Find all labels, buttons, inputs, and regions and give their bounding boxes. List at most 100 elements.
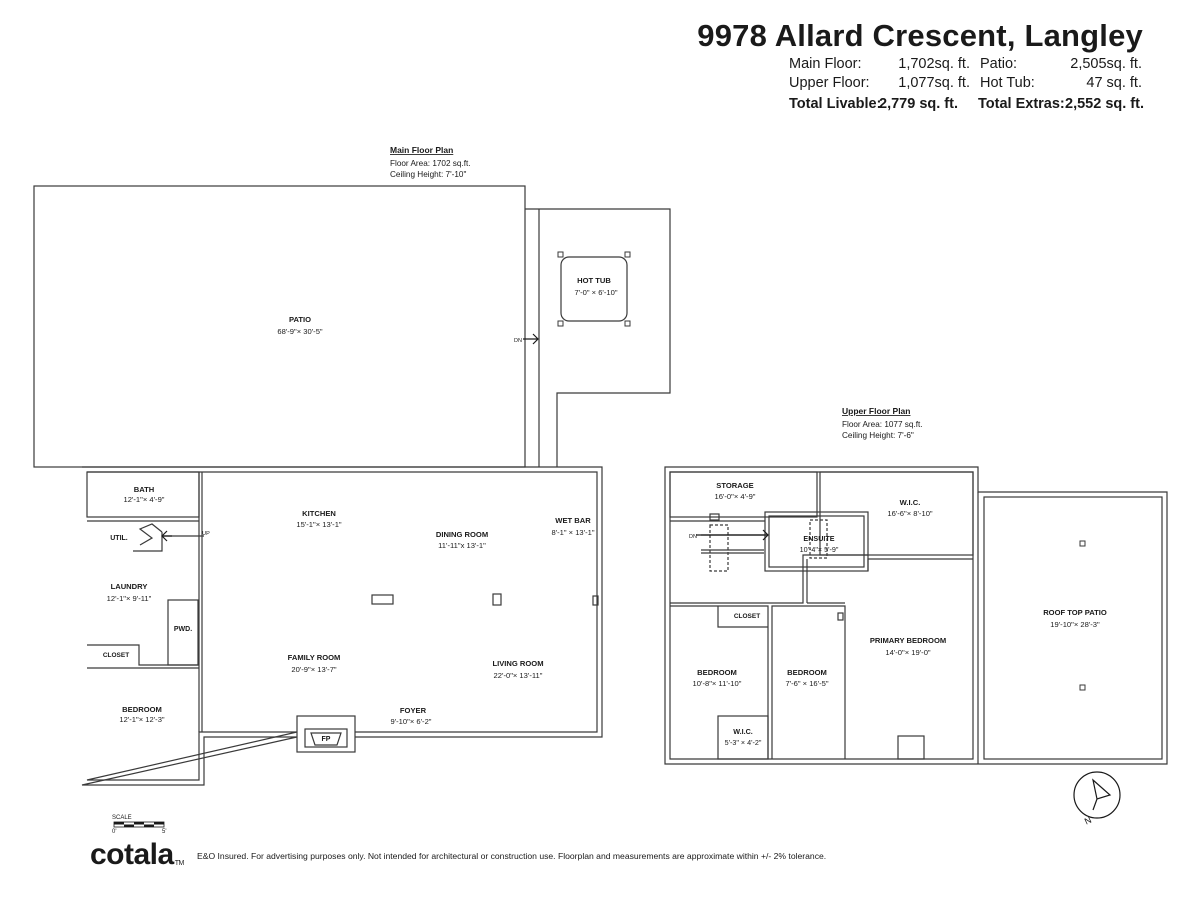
room-laundry-dims: 12'-1"× 9'-11" <box>107 594 152 603</box>
room-bath-name: BATH <box>134 485 155 494</box>
property-address-title: 9978 Allard Crescent, Langley <box>697 18 1143 53</box>
scale-bar: SCALE 0' 5' <box>112 815 166 835</box>
room-hottub-name: HOT TUB <box>577 276 611 285</box>
room-dining-name: DINING ROOM <box>436 530 488 539</box>
room-primary-dims: 14'-0"× 19'-0" <box>885 648 931 657</box>
deck-outline <box>525 208 671 467</box>
stat-patio-label: Patio: <box>980 56 1018 72</box>
cotala-logo: cotalaTM <box>90 838 185 872</box>
upper-plan-ceiling: Ceiling Height: 7'-6" <box>842 431 914 440</box>
wic-walls <box>819 471 974 556</box>
main-plan-ceiling: Ceiling Height: 7'-10" <box>390 170 466 179</box>
room-wic-dims: 16'-6"× 8'-10" <box>887 509 933 518</box>
stat-main-floor-value: 1,702sq. ft. <box>898 56 970 72</box>
hot-tub-outline <box>560 256 628 322</box>
room-rooftop-name: ROOF TOP PATIO <box>1043 608 1107 617</box>
logo-text: cotala <box>90 838 174 871</box>
main-plan-title: Main Floor Plan <box>390 145 453 155</box>
upper-plan-area: Floor Area: 1077 sq.ft. <box>842 420 923 429</box>
upper-outer-wall <box>664 466 1168 765</box>
main-stair-lines <box>133 523 163 552</box>
room-ensuite-name: ENSUITE <box>803 534 834 543</box>
room-family-name: FAMILY ROOM <box>288 653 341 662</box>
main-plan-area: Floor Area: 1702 sq.ft. <box>390 159 471 168</box>
fireplace-label: FP <box>322 736 331 743</box>
disclaimer-text: E&O Insured. For advertising purposes on… <box>197 851 827 861</box>
room-storage-dims: 16'-0"× 4'-9" <box>714 492 755 501</box>
room-patio-dims: 68'-9"× 30'-5" <box>277 327 323 336</box>
room-bed1-name: BEDROOM <box>697 668 737 677</box>
bedroom-2-walls <box>771 605 846 759</box>
bedroom-1-walls <box>670 605 769 759</box>
deck-down-arrow <box>523 333 539 345</box>
room-closet-upper-name: CLOSET <box>734 613 760 620</box>
room-bed2-dims: 7'-6" × 16'-5" <box>785 679 828 688</box>
stat-total-livable-value: 2,779 sq. ft. <box>879 96 958 112</box>
upper-room-labels: STORAGE 16'-0"× 4'-9" W.I.C. 16'-6"× 8'-… <box>689 481 1107 747</box>
room-storage-name: STORAGE <box>716 481 753 490</box>
room-ensuite-dims: 10'-4"× 5'-9" <box>800 545 839 554</box>
house-inner-wall <box>86 471 598 781</box>
room-dining-dims: 11'-11"x 13'-1" <box>438 541 486 550</box>
stat-hottub-label: Hot Tub: <box>980 75 1035 91</box>
main-room-labels: PATIO 68'-9"× 30'-5" HOT TUB 7'-0" × 6'-… <box>103 276 618 743</box>
room-family-dims: 20'-9"× 13'-7" <box>291 665 337 674</box>
scale-end-label: 5' <box>162 829 166 835</box>
room-wic-name: W.I.C. <box>900 498 921 507</box>
room-living-name: LIVING ROOM <box>492 659 543 668</box>
stat-total-livable-label: Total Livable: <box>789 96 882 112</box>
room-wic2-name: W.I.C. <box>733 727 753 736</box>
roof-patio-markers <box>1079 540 1086 691</box>
scale-start-label: 0' <box>112 829 116 835</box>
room-patio-name: PATIO <box>289 315 311 324</box>
room-kitchen-name: KITCHEN <box>302 509 336 518</box>
stat-total-extras-label: Total Extras: <box>978 96 1065 112</box>
room-pwd-name: PWD. <box>174 626 192 633</box>
upper-stair-dn-label: DN <box>689 534 697 540</box>
scale-label: SCALE <box>112 815 132 821</box>
main-floor-walls <box>33 185 671 786</box>
room-wetbar-dims: 8'-1" × 13'-1" <box>551 528 594 537</box>
ensuite-outer <box>764 511 869 572</box>
stat-upper-floor-label: Upper Floor: <box>789 75 870 91</box>
room-wic2-dims: 5'-3" × 4'-2" <box>725 738 762 747</box>
upper-stair-arrow <box>696 529 769 541</box>
room-bedroom-name: BEDROOM <box>122 705 162 714</box>
closet-walls-upper <box>717 606 768 628</box>
north-compass-icon: N <box>1073 771 1121 827</box>
room-rooftop-dims: 19'-10"× 28'-3" <box>1050 620 1100 629</box>
house-outer-wall <box>81 466 603 786</box>
room-laundry-name: LAUNDRY <box>111 582 148 591</box>
stat-main-floor-label: Main Floor: <box>789 56 862 72</box>
logo-trademark: TM <box>174 860 185 867</box>
deck-stair-dn-label: DN <box>514 338 522 344</box>
closet-walls <box>87 644 199 666</box>
fireplace-outline <box>296 715 356 753</box>
room-living-dims: 22'-0"× 13'-11" <box>494 671 543 680</box>
ensuite-inner <box>768 515 865 568</box>
room-hottub-dims: 7'-0" × 6'-10" <box>574 288 617 297</box>
room-bath-dims: 12'-1"× 4'-9" <box>123 495 164 504</box>
stat-patio-value: 2,505sq. ft. <box>1070 56 1142 72</box>
room-foyer-name: FOYER <box>400 706 427 715</box>
main-stair-up-label: UP <box>202 531 210 537</box>
room-bedroom-dims: 12'-1"× 12'-3" <box>119 715 165 724</box>
wic2-walls <box>717 715 769 760</box>
upper-floor-walls <box>664 466 1168 765</box>
room-foyer-dims: 9'-10"× 6'-2" <box>390 717 431 726</box>
stat-upper-floor-value: 1,077sq. ft. <box>898 75 970 91</box>
room-util-name: UTIL. <box>110 535 128 542</box>
kitchen-island <box>371 594 394 605</box>
storage-walls <box>669 471 818 518</box>
stat-hottub-value: 47 sq. ft. <box>1086 75 1142 91</box>
compass-north-label: N <box>1083 815 1093 827</box>
upper-plan-title: Upper Floor Plan <box>842 406 910 416</box>
room-bed1-dims: 10'-8"× 11'-10" <box>693 679 742 688</box>
main-stair-arrow <box>161 530 172 542</box>
hot-tub-markers <box>557 251 631 327</box>
room-wetbar-name: WET BAR <box>555 516 591 525</box>
column <box>492 593 502 606</box>
stat-total-extras-value: 2,552 sq. ft. <box>1065 96 1144 112</box>
room-closet-name: CLOSET <box>103 652 129 659</box>
